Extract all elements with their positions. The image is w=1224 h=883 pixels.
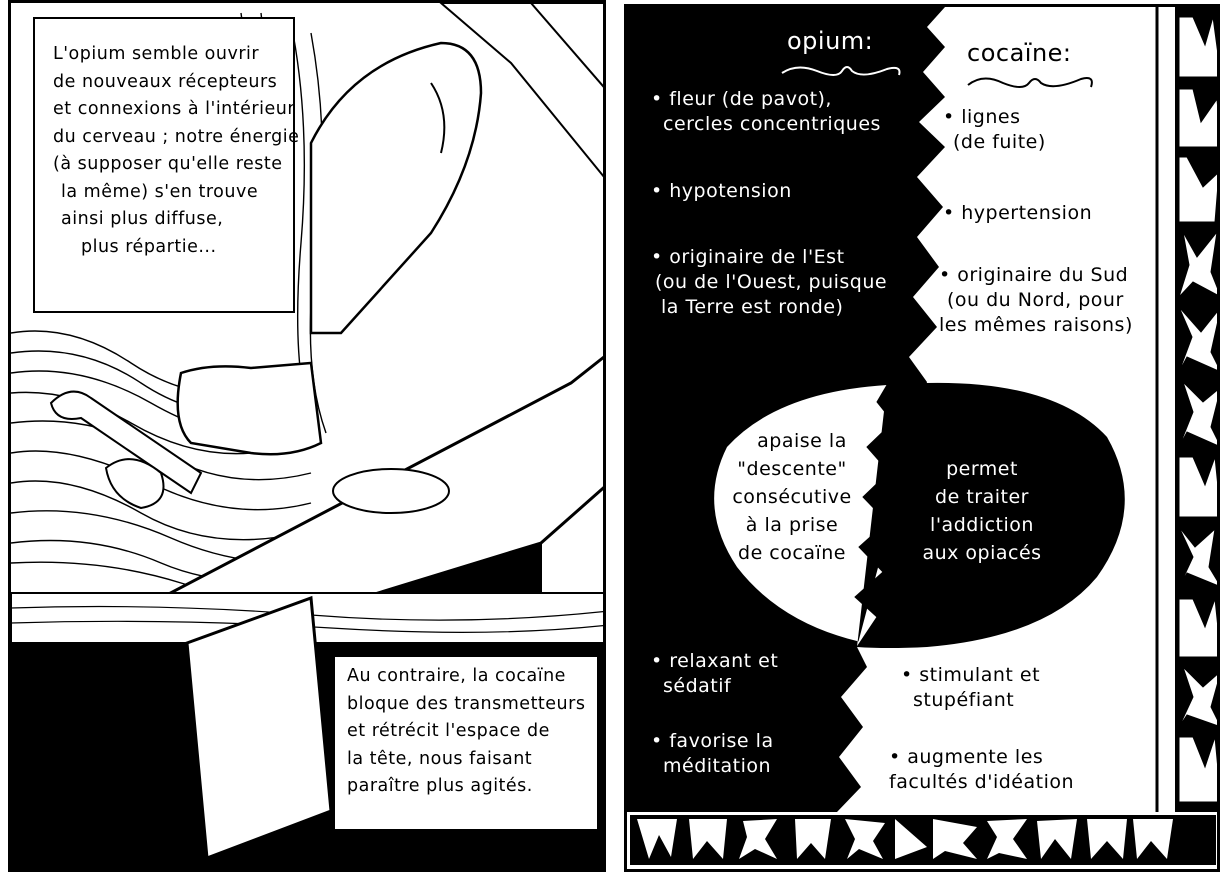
item-line: (de fuite) bbox=[953, 131, 1046, 153]
bubble-line: aux opiacés bbox=[922, 542, 1042, 564]
caption-line: L'opium semble ouvrir bbox=[53, 44, 260, 64]
left-comic-panel: L'opium semble ouvrir de nouveaux récept… bbox=[8, 0, 606, 872]
bubble-line: de cocaïne bbox=[738, 542, 846, 564]
cocaine-title: cocaïne: bbox=[967, 39, 1072, 67]
item-line: • relaxant et bbox=[651, 650, 779, 672]
bubble-line: l'addiction bbox=[930, 514, 1034, 536]
item-line: • hypotension bbox=[651, 180, 792, 202]
item-line: (ou du Nord, pour bbox=[947, 289, 1124, 311]
caption-line: et rétrécit l'espace de bbox=[347, 721, 550, 741]
bubble-line: "descente" bbox=[737, 458, 847, 480]
opium-item-meditation: • favorise la méditation bbox=[651, 729, 774, 779]
caption-cocaine-effects: Au contraire, la cocaïne bloque des tran… bbox=[333, 655, 599, 831]
caption-line: la même) s'en trouve bbox=[61, 181, 259, 202]
item-line: • stimulant et bbox=[901, 664, 1041, 686]
opium-counteracts-cocaine-text: apaise la "descente" consécutive à la pr… bbox=[717, 427, 867, 567]
caption-line: plus répartie... bbox=[81, 236, 217, 257]
item-line: cercles concentriques bbox=[663, 113, 881, 135]
caption-line: ainsi plus diffuse, bbox=[61, 209, 224, 229]
right-comic-panel: opium: • fleur (de pavot), cercles conce… bbox=[624, 4, 1220, 872]
bubble-line: de traiter bbox=[935, 486, 1029, 508]
comparison-background bbox=[627, 7, 1217, 869]
item-line: • originaire du Sud bbox=[939, 264, 1129, 286]
opium-item-flower: • fleur (de pavot), cercles concentrique… bbox=[651, 87, 881, 137]
caption-line: de nouveaux récepteurs bbox=[53, 71, 278, 92]
item-line: • favorise la bbox=[651, 730, 774, 752]
opium-item-origin: • originaire de l'Est (ou de l'Ouest, pu… bbox=[651, 245, 887, 320]
cocaine-item-hypertension: • hypertension bbox=[943, 201, 1092, 226]
item-line: les mêmes raisons) bbox=[939, 314, 1133, 336]
bubble-line: permet bbox=[946, 458, 1018, 480]
item-line: • hypertension bbox=[943, 202, 1093, 224]
bubble-line: consécutive bbox=[732, 486, 852, 508]
cocaine-item-lines: • lignes (de fuite) bbox=[943, 105, 1046, 155]
item-line: • lignes bbox=[943, 106, 1021, 128]
opium-title: opium: bbox=[787, 27, 874, 55]
caption-line: bloque des transmetteurs bbox=[347, 693, 586, 714]
caption-line: la tête, nous faisant bbox=[347, 748, 533, 769]
item-line: stupéfiant bbox=[913, 689, 1015, 711]
item-line: • augmente les bbox=[889, 746, 1044, 768]
item-line: facultés d'idéation bbox=[889, 771, 1075, 793]
bubble-line: apaise la bbox=[757, 430, 847, 452]
flourish-ornament-icon bbox=[781, 66, 901, 76]
caption-line: et connexions à l'intérieur bbox=[53, 99, 296, 119]
item-line: sédatif bbox=[663, 675, 732, 697]
item-line: (ou de l'Ouest, puisque bbox=[655, 271, 888, 293]
cocaine-item-stimulant: • stimulant et stupéfiant bbox=[901, 663, 1040, 713]
item-line: • originaire de l'Est bbox=[651, 246, 845, 268]
cocaine-treats-opiates-text: permet de traiter l'addiction aux opiacé… bbox=[907, 455, 1057, 567]
bubble-line: à la prise bbox=[745, 514, 839, 536]
caption-opium-effects: L'opium semble ouvrir de nouveaux récept… bbox=[33, 17, 300, 313]
item-line: la Terre est ronde) bbox=[661, 296, 844, 318]
caption-line: paraître plus agités. bbox=[347, 776, 533, 796]
item-line: • fleur (de pavot), bbox=[651, 88, 832, 110]
item-line: méditation bbox=[663, 755, 772, 777]
saw-illustration bbox=[11, 3, 603, 869]
opium-item-relaxant: • relaxant et sédatif bbox=[651, 649, 778, 699]
cocaine-item-ideation: • augmente les facultés d'idéation bbox=[889, 745, 1074, 795]
opium-item-hypotension: • hypotension bbox=[651, 179, 792, 204]
flourish-ornament-icon bbox=[967, 77, 1093, 88]
caption-line: Au contraire, la cocaïne bbox=[347, 666, 566, 686]
caption-line: du cerveau ; notre énergie bbox=[53, 126, 300, 147]
caption-line: (à supposer qu'elle reste bbox=[53, 154, 283, 174]
cocaine-item-origin: • originaire du Sud (ou du Nord, pour le… bbox=[939, 263, 1133, 338]
